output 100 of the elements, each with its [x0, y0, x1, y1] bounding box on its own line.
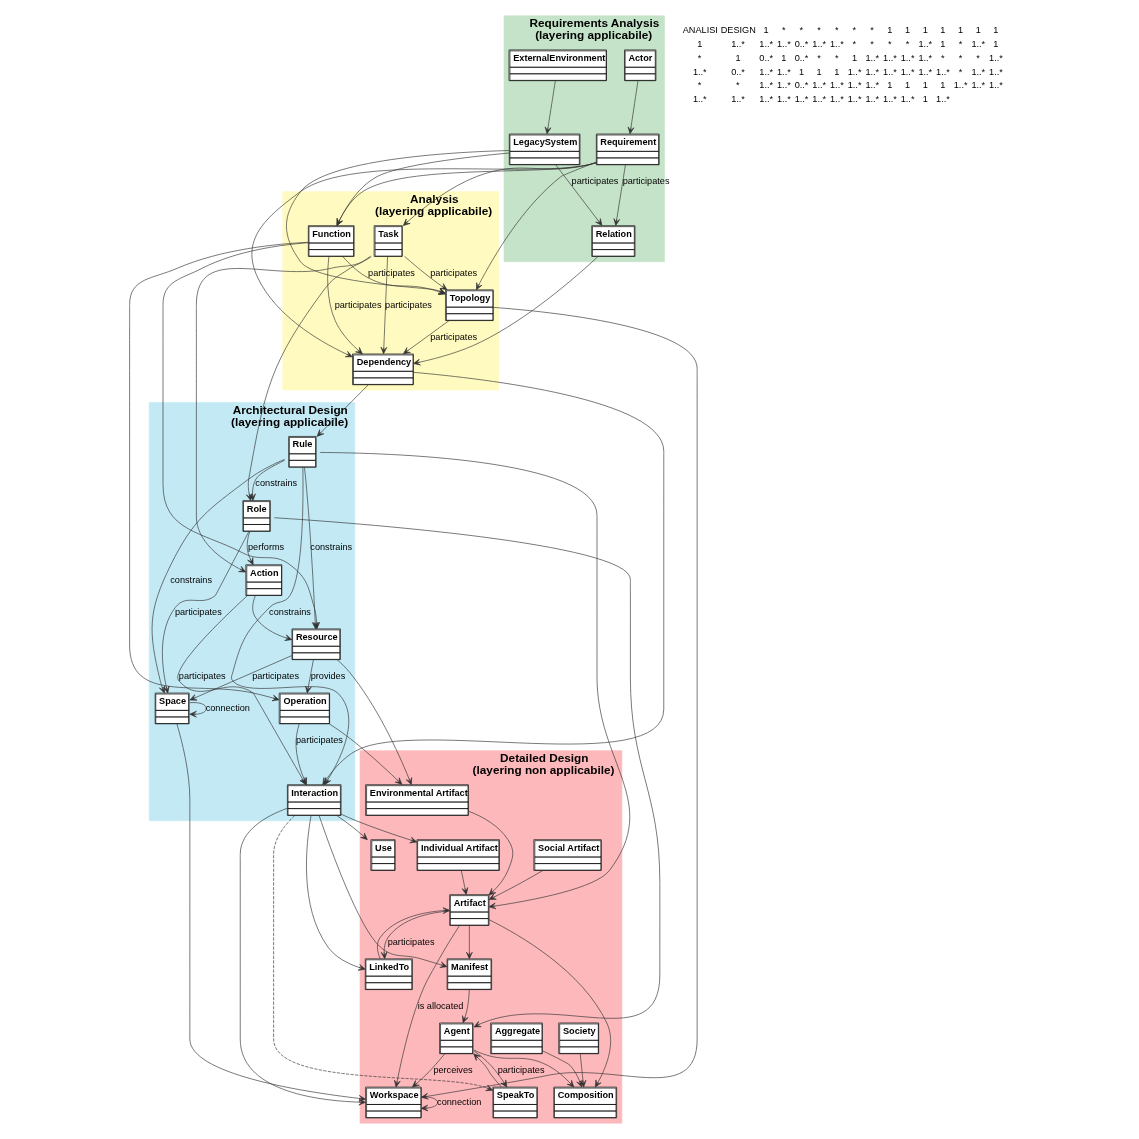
arrow	[411, 1053, 445, 1088]
label: 1	[851, 52, 857, 63]
label: 1	[922, 25, 928, 36]
label: 1..*	[829, 80, 844, 91]
label: 1	[833, 66, 839, 77]
label: 1	[904, 25, 910, 36]
label: 1	[939, 80, 945, 91]
arrow	[627, 80, 638, 135]
arrow	[336, 815, 368, 840]
label: 1	[975, 25, 981, 36]
label: 0..*	[794, 39, 808, 50]
arrow	[326, 256, 363, 355]
arrow	[251, 162, 597, 358]
arrow	[245, 255, 371, 501]
arrow	[579, 1053, 586, 1088]
label: 1..*	[829, 39, 844, 50]
label: 1..*	[882, 52, 897, 63]
edge-label: participates	[367, 267, 415, 278]
label: *	[834, 52, 839, 63]
label: 1	[780, 52, 786, 63]
edge-label: participates	[251, 670, 299, 681]
label: 1..*	[935, 94, 950, 105]
arrow	[246, 531, 253, 566]
label: 1..*	[970, 66, 985, 77]
label: *	[816, 25, 821, 36]
arrow	[541, 1050, 583, 1088]
edge-label: is allocated	[417, 1000, 463, 1011]
label: 1	[734, 52, 741, 63]
arrow	[341, 256, 446, 295]
label: 1..*	[988, 80, 1003, 91]
label: *	[905, 39, 909, 50]
edge-label: participates	[334, 299, 381, 310]
arrow	[412, 256, 598, 366]
arrow	[460, 870, 468, 895]
label: *	[852, 25, 856, 36]
edge-label: participates	[571, 175, 618, 186]
arrow	[461, 989, 470, 1024]
label: *	[697, 80, 701, 91]
edge-label: connection	[436, 1096, 481, 1107]
label: 0..*	[794, 52, 808, 63]
label: *	[852, 39, 856, 50]
arrow	[336, 152, 510, 226]
label: 1	[798, 66, 804, 77]
arrow	[318, 815, 447, 968]
label: 1	[939, 25, 945, 36]
label: 1..*	[794, 94, 808, 105]
arrow	[161, 531, 249, 694]
label: 1..*	[811, 94, 826, 105]
edge-label: participates	[622, 175, 670, 186]
label: 1..*	[730, 39, 745, 50]
label: 1..*	[776, 94, 791, 105]
label: 1..*	[900, 52, 914, 63]
label: 0..*	[758, 52, 773, 63]
label: *	[975, 52, 980, 63]
arrow	[189, 655, 292, 701]
label: 1	[904, 80, 910, 91]
label: 1..*	[988, 52, 1003, 63]
label: 1..*	[776, 80, 791, 91]
label: *	[697, 52, 701, 63]
label: 1	[816, 66, 822, 77]
label: *	[816, 52, 821, 63]
label: 1..*	[776, 66, 791, 77]
arrow	[273, 517, 660, 1028]
edge-label: constrains	[309, 542, 352, 553]
arrow	[328, 723, 402, 785]
arrow	[195, 256, 372, 573]
arrow	[189, 702, 207, 718]
label: 1..*	[847, 66, 861, 77]
label: ANALISI	[682, 25, 718, 36]
arrow	[420, 1096, 438, 1112]
arrow	[420, 307, 697, 1100]
label: 1..*	[692, 94, 707, 105]
label: 1..*	[864, 94, 879, 105]
label: 1..*	[900, 66, 914, 77]
label: 1..*	[953, 80, 968, 91]
edge-label: constrains	[268, 606, 311, 617]
label: 1..*	[847, 94, 861, 105]
arrow	[380, 256, 388, 355]
label: 1..*	[970, 80, 985, 91]
arrow	[248, 460, 285, 501]
label: 1..*	[847, 80, 861, 91]
label: 1..*	[811, 80, 826, 91]
edge-label: performs	[247, 542, 284, 553]
label: 1..*	[917, 39, 932, 50]
label: *	[781, 25, 785, 36]
label: 1	[886, 80, 892, 91]
edge-label: participates	[178, 670, 226, 681]
edge-label: participates	[174, 606, 222, 617]
arrow	[285, 150, 509, 295]
arrow	[467, 810, 513, 896]
arrow	[304, 659, 314, 694]
label: 1..*	[988, 66, 1003, 77]
label: 1	[886, 25, 892, 36]
edge-label: participates	[429, 331, 477, 342]
arrow	[402, 320, 449, 355]
label: 0..*	[794, 80, 808, 91]
label: 1..*	[811, 39, 826, 50]
label: 1..*	[692, 66, 707, 77]
arrow	[488, 919, 611, 1088]
arrow	[151, 459, 285, 694]
